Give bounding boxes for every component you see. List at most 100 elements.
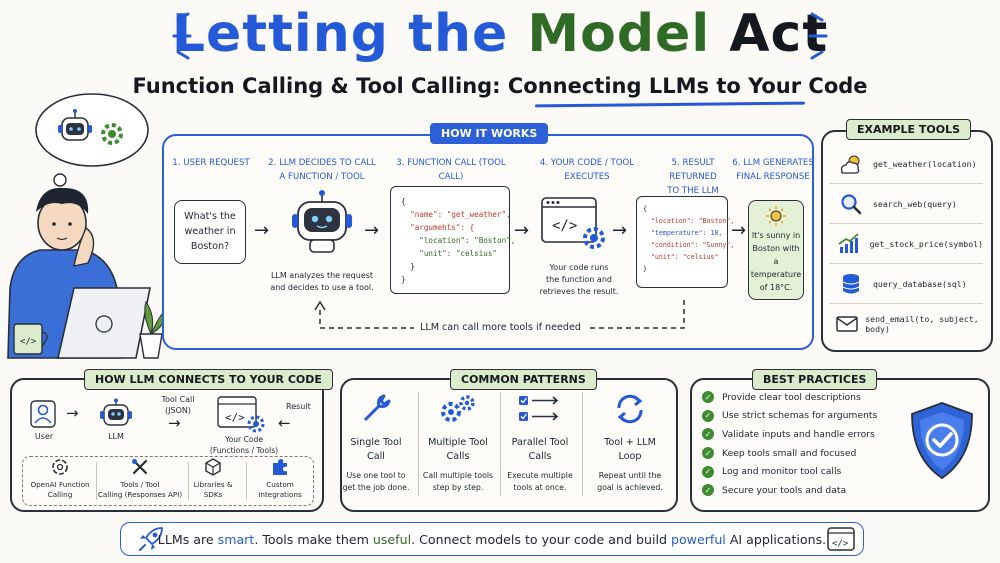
lib-divider [246, 462, 247, 500]
user-request-bubble: What's the weather in Boston? [174, 200, 246, 264]
list-item: ✓Keep tools small and focused [702, 444, 898, 463]
check-icon: ✓ [702, 447, 714, 460]
check-icon: ✓ [702, 391, 714, 404]
svg-text:</>: </> [832, 539, 849, 549]
lib-openai: OpenAI Function Calling [24, 458, 96, 500]
lib-divider [96, 462, 97, 500]
footer-banner [120, 522, 864, 556]
parallel-icon [519, 396, 559, 421]
loop-icon [617, 394, 643, 424]
pattern-divider [500, 392, 501, 496]
connects-tag: HOW LLM CONNECTS TO YOUR CODE [84, 369, 333, 390]
openai-icon [52, 459, 68, 475]
user-icon [30, 400, 56, 428]
loop-back-arrow [314, 300, 685, 329]
check-icon: ✓ [702, 409, 714, 422]
tool-row: get_weather(location) [829, 144, 983, 184]
tool-row: send_email(to, subject, body) [829, 304, 983, 344]
svg-text:</>: </> [225, 411, 245, 424]
step-label-2: 2. LLM DECIDES TO CALL A FUNCTION / TOOL [268, 158, 376, 182]
stock-chart-icon [838, 232, 859, 253]
database-icon [842, 273, 860, 293]
check-icon: ✓ [702, 428, 714, 441]
tools-icon [132, 459, 148, 475]
shield-check-icon [911, 402, 973, 480]
subtitle-underline [534, 101, 806, 108]
list-item: ✓Secure your tools and data [702, 481, 898, 500]
page-title: Letting the Model Act [171, 4, 829, 64]
llm-small-robot-icon [100, 398, 132, 426]
tool-row: search_web(query) [829, 184, 983, 224]
list-item: ✓Use strict schemas for arguments [702, 407, 898, 426]
search-icon [841, 193, 862, 214]
connects-panel [10, 378, 324, 512]
how-it-works-tag: HOW IT WORKS [430, 123, 549, 144]
result-json: { "location": "Boston", "temperature": 1… [636, 196, 734, 288]
your-code-icon: </> [217, 396, 265, 433]
check-icon: ✓ [702, 465, 714, 478]
tool-call-label: Tool Call (JSON) [161, 395, 195, 415]
list-item: ✓Log and monitor tool calls [702, 462, 898, 481]
flow-arrow-4: → [612, 220, 628, 241]
step-label-4: 4. YOUR CODE / TOOL EXECUTES [539, 158, 635, 182]
loop-text: LLM can call more tools if needed [414, 322, 588, 333]
libraries-box [22, 456, 314, 506]
flow-arrow-1: → [254, 220, 270, 241]
step-label-3: 3. FUNCTION CALL (TOOL CALL) [396, 158, 506, 182]
list-item: ✓Validate inputs and handle errors [702, 425, 898, 444]
example-tools-panel: get_weather(location) search_web(query) … [821, 130, 993, 352]
puzzle-icon [273, 459, 287, 475]
developer-illustration: </> [7, 93, 167, 359]
svg-text:</>: </> [552, 218, 577, 234]
footer-text: LLMs are smart. Tools make them useful. … [157, 532, 827, 547]
pattern-divider [582, 392, 583, 496]
weather-icon [840, 155, 860, 174]
wrench-icon [363, 394, 391, 422]
patterns-tag: COMMON PATTERNS [450, 369, 597, 390]
connects-arrow-3: ← [278, 414, 291, 432]
step-label-6: 6. LLM GENERATES FINAL RESPONSE [732, 158, 814, 182]
sun-icon [766, 206, 786, 226]
gears-icon [441, 395, 475, 422]
sparkle-right-icon [808, 12, 828, 60]
flow-arrow-2: → [364, 220, 380, 241]
check-icon: ✓ [702, 484, 714, 497]
cube-icon [205, 458, 221, 476]
tool-row: get_stock_price(symbol) [829, 224, 983, 264]
example-tools-tag: EXAMPLE TOOLS [846, 119, 972, 140]
list-item: ✓Provide clear tool descriptions [702, 388, 898, 407]
lib-divider [188, 462, 189, 500]
best-practices-tag: BEST PRACTICES [752, 369, 878, 390]
step-label-1: 1. USER REQUEST [172, 158, 250, 168]
result-label: Result [286, 402, 311, 411]
code-window-icon: </> [541, 197, 605, 249]
lib-sdks: Libraries & SDKs [180, 458, 246, 500]
code-window-small-icon: </> [827, 527, 855, 551]
function-call-json: { "name": "get_weather", "argumehts": { … [390, 186, 515, 294]
step-label-5: 5. RESULT RETURNED TO THE LLM [667, 158, 719, 196]
tool-row: query_database(sql) [829, 264, 983, 304]
code-caption: Your code runs the function and retrieve… [539, 263, 619, 296]
final-response-bubble: It's sunny in Boston with a temperature … [748, 200, 804, 300]
lib-custom: Custom Integrations [244, 458, 316, 500]
your-code-label: Your Code (Functions / Tools) [209, 435, 279, 455]
sparkle-left-icon [172, 12, 192, 60]
flow-arrow-3: → [514, 220, 530, 241]
svg-text:</>: </> [20, 337, 37, 347]
pattern-divider [418, 392, 419, 496]
connects-user-label: User [34, 432, 54, 441]
connects-arrow-2: → [168, 414, 181, 432]
best-practices-list: ✓Provide clear tool descriptions ✓Use st… [702, 388, 898, 500]
page-subtitle: Function Calling & Tool Calling: Connect… [132, 74, 868, 98]
rocket-icon [139, 527, 163, 551]
envelope-icon [836, 316, 858, 332]
connects-llm-label: LLM [108, 432, 124, 441]
llm-robot-icon [292, 190, 352, 253]
lib-tools: Tools / Tool Calling (Responses API) [94, 458, 186, 500]
flow-arrow-5: → [731, 220, 747, 241]
llm-caption: LLM analyzes the request and decides to … [270, 271, 374, 292]
